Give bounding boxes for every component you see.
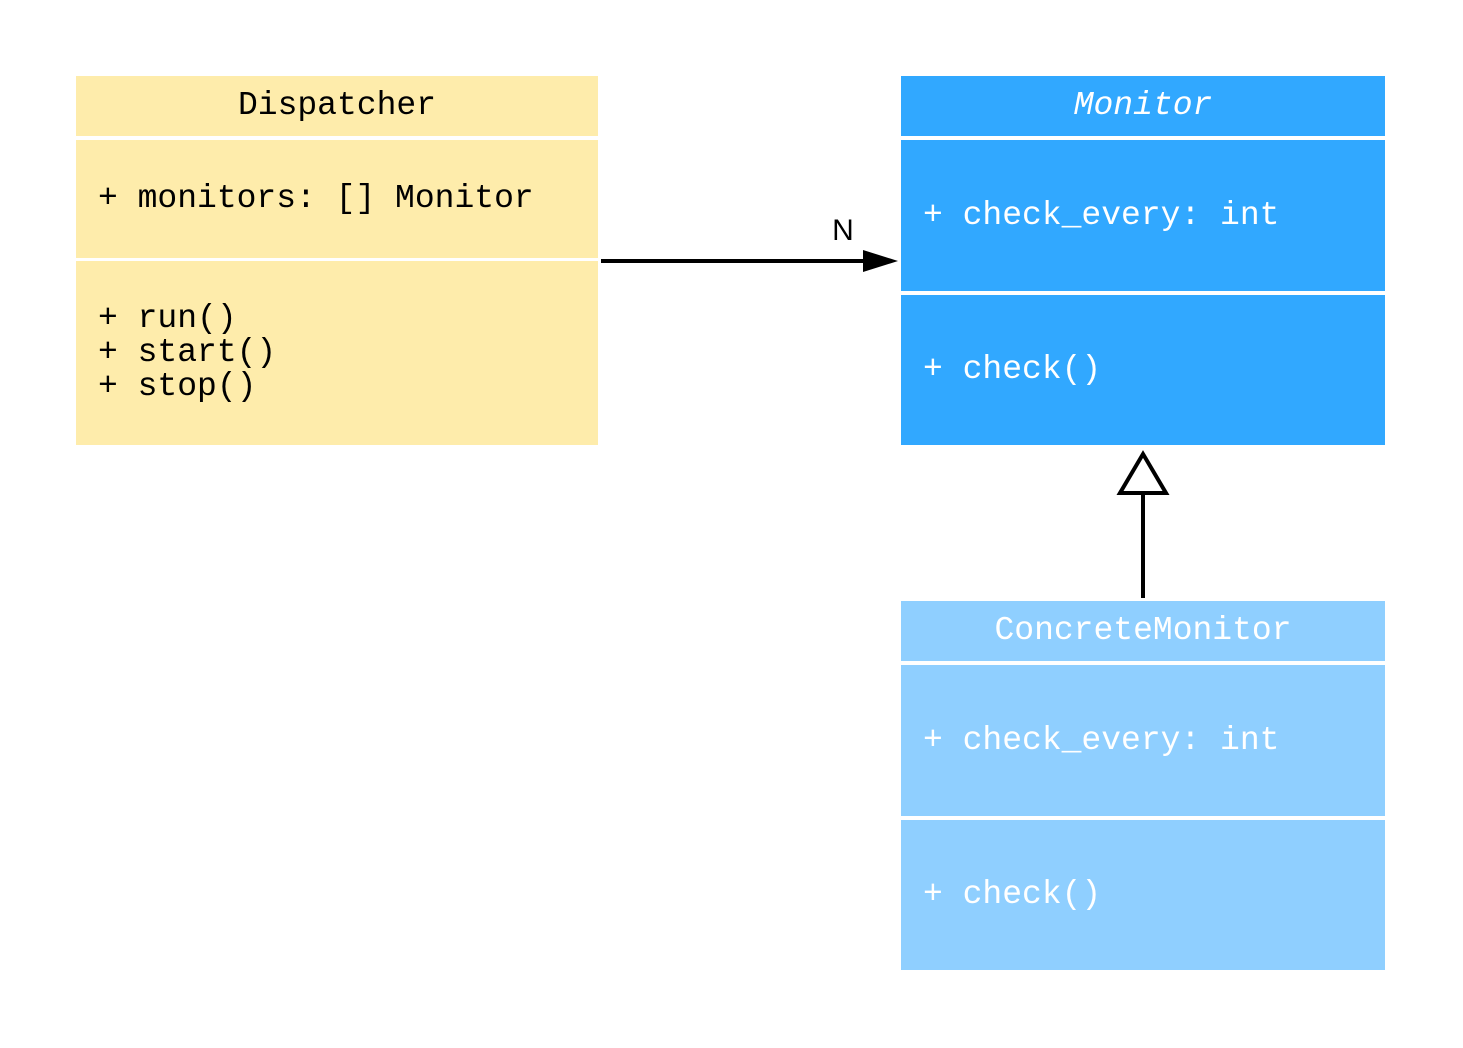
dispatcher-class-name: Dispatcher (76, 76, 598, 136)
attribute: + monitors: [] Monitor (98, 180, 534, 217)
association-arrowhead-icon (863, 250, 898, 272)
dispatcher-methods: + run() + start() + stop() (76, 261, 598, 445)
inheritance-triangle-icon (1116, 450, 1170, 495)
concrete-monitor-methods: + check() (901, 820, 1385, 970)
concrete-monitor-class-name: ConcreteMonitor (901, 601, 1385, 661)
method: + check() (923, 876, 1102, 913)
attribute: + check_every: int (923, 196, 1280, 234)
monitor-attributes: + check_every: int (901, 140, 1385, 291)
concrete-monitor-attributes: + check_every: int (901, 665, 1385, 816)
monitor-class-name: Monitor (901, 76, 1385, 136)
method: + run() (98, 300, 237, 337)
method: + check() (923, 351, 1102, 388)
multiplicity-label: N (832, 214, 854, 247)
method: + start() (98, 334, 277, 371)
attribute: + check_every: int (923, 721, 1280, 759)
dispatcher-attributes: + monitors: [] Monitor (76, 140, 598, 258)
monitor-methods: + check() (901, 295, 1385, 445)
method: + stop() (98, 368, 257, 405)
